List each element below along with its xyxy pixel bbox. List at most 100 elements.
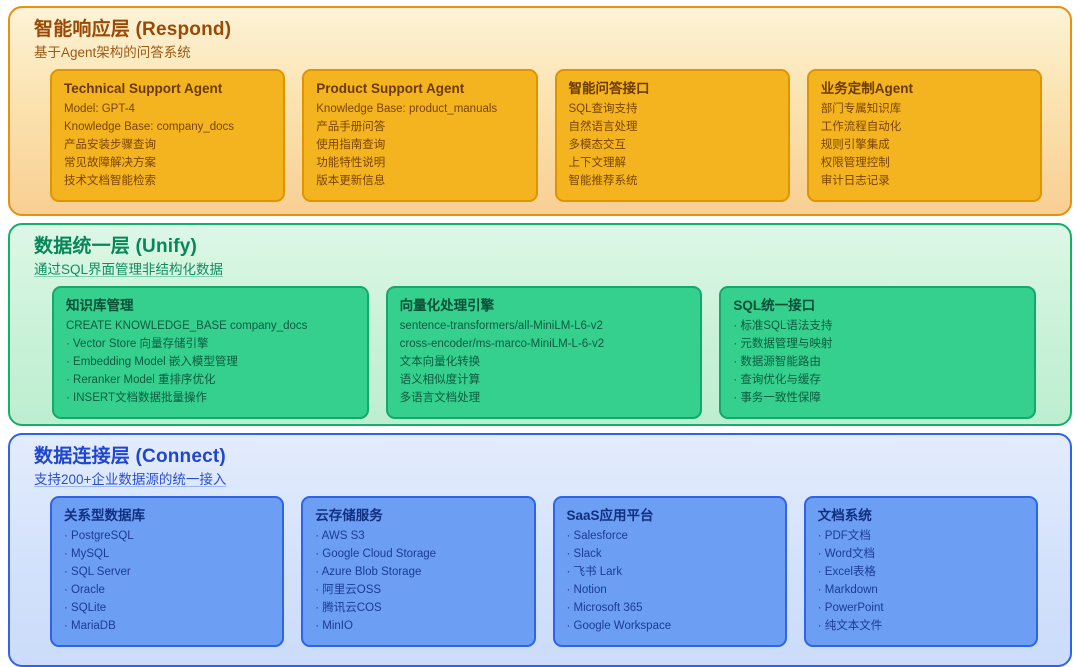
card-line: · 腾讯云COS [315,602,382,615]
card-line: 常见故障解决方案 [64,157,156,169]
card[interactable]: 向量化处理引擎 sentence-transformers/all-MiniLM-… [385,286,703,420]
layer-title: 智能响应层 (Respond) [34,18,1056,42]
card-line: Model: GPT-4 [64,103,135,115]
layer-respond: 智能响应层 (Respond) 基于Agent架构的问答系统 Technical S… [8,6,1072,217]
layer-title-cn: 数据统一层 [34,236,131,258]
layer-title-cn: 数据连接层 [34,446,131,468]
card-line: · 阿里云OSS [315,584,382,597]
layer-header: 智能响应层 (Respond) 基于Agent架构的问答系统 [34,18,1056,63]
layer-title-en: (Respond) [135,19,232,40]
card-line: Knowledge Base: company_docs [64,121,235,133]
card-line: · Google Cloud Storage [315,548,437,561]
card-line: · Slack [566,548,602,561]
card[interactable]: 知识库管理 CREATE KNOWLEDGE_BASE company_docs ·… [52,286,369,420]
card-title: Technical Support Agent [64,81,223,96]
card-title: 智能问答接口 [568,81,650,96]
card-line: · MinIO [315,620,353,633]
card-line: cross-encoder/ms-marco-MiniLM-L-6-v2 [399,338,605,351]
card[interactable]: SaaS应用平台 · Salesforce · Slack · 飞书 Lark · No… [552,496,787,648]
card-line: · INSERT文档数据批量操作 [66,392,207,405]
card-line: · Embedding Model 嵌入模型管理 [66,356,238,369]
card-line: sentence-transformers/all-MiniLM-L6-v2 [399,320,603,333]
layer-title-en: (Connect) [135,446,226,468]
card-line: · MariaDB [64,620,116,633]
card[interactable]: 智能问答接口 SQL查询支持自然语言处理多模态交互上下文理解智能推荐系统 [554,69,790,202]
card[interactable]: SQL统一接口 · 标准SQL语法支持 · 元数据管理与映射 · 数据源智能路由 · 查… [719,286,1037,420]
layer-connect: 数据连接层 (Connect) 支持200+企业数据源的统一接入关系型数据库 · P… [8,433,1072,667]
card-line: · PostgreSQL [64,530,134,543]
card-title: SQL统一接口 [733,298,816,314]
card-line: · Salesforce [566,530,628,543]
card-line: 技术文档智能检索 [64,175,156,187]
card-line: · 查询优化与缓存 [733,374,821,387]
card-line: · AWS S3 [315,530,365,543]
layer-subtitle: 支持200+企业数据源的统一接入 [34,472,227,488]
card-line: 智能推荐系统 [568,175,638,187]
card-title: 业务定制Agent [820,81,913,96]
layer-title-cn: 智能响应层 [34,19,131,40]
card-title: 向量化处理引擎 [399,298,495,314]
card-line: 上下文理解 [568,157,627,169]
card-line: · Word文档 [817,548,876,561]
layer-subtitle: 通过SQL界面管理非结构化数据 [34,262,224,278]
card-line: SQL查询支持 [568,103,638,115]
card-line: 功能特性说明 [316,157,386,169]
card-line: · 纯文本文件 [817,620,883,633]
card-row: 关系型数据库 · PostgreSQL · MySQL · SQL Server · O… [24,496,1056,648]
card-line: 多模态交互 [568,139,627,151]
card[interactable]: 业务定制Agent 部门专属知识库工作流程自动化规则引擎集成权限管理控制审计日志记… [806,69,1042,202]
layer-title: 数据连接层 (Connect) [34,445,1056,469]
card-line: 版本更新信息 [316,175,386,187]
card-line: · Excel表格 [817,566,876,579]
card-line: Knowledge Base: product_manuals [316,103,498,115]
card-line: · Markdown [817,584,878,597]
card-line: · Notion [566,584,607,597]
card-line: · Oracle [64,584,105,597]
layer-subtitle: 基于Agent架构的问答系统 [34,45,191,60]
card-line: · 数据源智能路由 [733,356,821,369]
card-line: · 标准SQL语法支持 [733,320,833,333]
card-line: · Azure Blob Storage [315,566,422,579]
card-line: 工作流程自动化 [820,121,902,133]
card-title: 文档系统 [817,508,872,524]
card-line: CREATE KNOWLEDGE_BASE company_docs [66,320,308,333]
card-line: · SQLite [64,602,107,615]
card-line: 产品手册问答 [316,121,386,133]
card-title: 知识库管理 [66,298,134,314]
layer-title-en: (Unify) [135,236,198,258]
card-line: 部门专属知识库 [820,103,902,115]
card[interactable]: 文档系统· PDF文档· Word文档· Excel表格· Markdown· … [803,496,1038,648]
card-title: 云存储服务 [315,508,383,524]
card[interactable]: 关系型数据库 · PostgreSQL · MySQL · SQL Server · O… [50,496,285,648]
card-line: 多语言文档处理 [399,392,481,405]
card-line: · PowerPoint [817,602,884,615]
card-line: · 元数据管理与映射 [733,338,833,351]
card-line: 文本向量化转换 [399,356,481,369]
layer-unify: 数据统一层 (Unify) 通过SQL界面管理非结构化数据知识库管理 CREATE … [8,223,1072,427]
card-title: Product Support Agent [316,81,465,96]
card[interactable]: 云存储服务 · AWS S3 · Google Cloud Storage · Azu… [301,496,536,648]
card-line: · Microsoft 365 [566,602,643,615]
layer-title: 数据统一层 (Unify) [34,235,1056,259]
card-line: · Reranker Model 重排序优化 [66,374,216,387]
card-title: 关系型数据库 [64,508,145,524]
card-line: 自然语言处理 [568,121,638,133]
card-row: 知识库管理 CREATE KNOWLEDGE_BASE company_docs ·… [24,286,1056,420]
card-line: 使用指南查询 [316,139,386,151]
card-line: 语义相似度计算 [399,374,481,387]
card-line: · 事务一致性保障 [733,392,821,405]
card-line: 审计日志记录 [820,175,890,187]
card-title: SaaS应用平台 [566,508,654,524]
card-line: · MySQL [64,548,110,561]
card-line: 规则引擎集成 [820,139,890,151]
card-line: 权限管理控制 [820,157,890,169]
layer-header: 数据连接层 (Connect) 支持200+企业数据源的统一接入 [34,445,1056,490]
card-line: · Google Workspace [566,620,672,633]
card-line: · SQL Server [64,566,131,579]
card-line: · 飞书 Lark [566,566,623,579]
card-line: 产品安装步骤查询 [64,139,156,151]
